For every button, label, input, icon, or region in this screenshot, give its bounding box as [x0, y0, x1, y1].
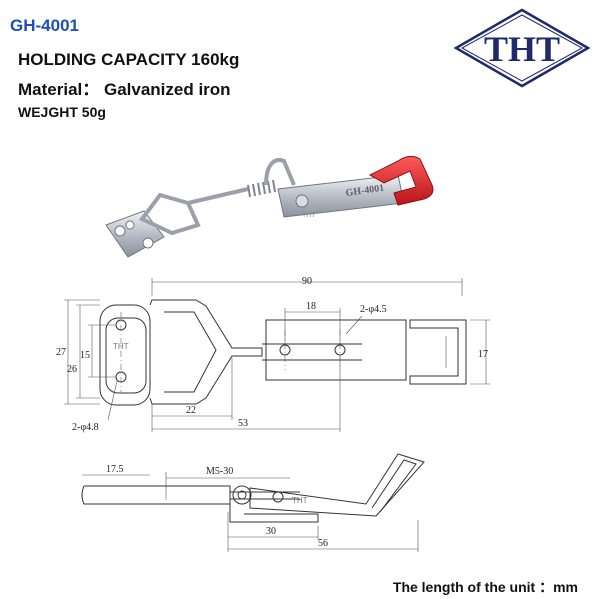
product-photo: THT GH-4001: [105, 155, 434, 258]
dim-thread: M5-30: [206, 466, 233, 477]
top-view: 90 THT 18 2-φ4.5 17: [56, 276, 490, 433]
photo-mark: THT: [302, 212, 316, 219]
unit-note: The length of the unit ：mm: [392, 579, 578, 595]
logo-text: THT: [484, 29, 560, 69]
dim-holes-left: 2-φ4.8: [72, 422, 99, 433]
technical-drawing: 90 THT 18 2-φ4.5 17: [56, 276, 490, 552]
weight-spec: WEJGHT 50g: [18, 104, 106, 120]
dim-height-right: 17: [478, 349, 488, 360]
dim-len-56: 56: [318, 538, 328, 549]
dim-height-inner: 15: [80, 350, 90, 361]
dim-holes-right: 2-φ4.5: [360, 304, 387, 315]
dim-len-22: 22: [186, 405, 196, 416]
dim-height-outer: 27: [56, 347, 66, 358]
tht-logo: THT: [453, 8, 591, 88]
top-view-mark: THT: [113, 342, 129, 351]
dim-side-left: 17.5: [106, 464, 124, 475]
dim-len-30: 30: [266, 526, 276, 537]
side-view-mark: THT: [292, 496, 308, 505]
dim-hole-spacing: 18: [306, 301, 316, 312]
holding-capacity: HOLDING CAPACITY 160kg: [18, 50, 240, 69]
material-spec: Material： Galvanized iron: [18, 80, 231, 99]
dim-height-mid: 26: [67, 364, 77, 375]
dim-overall: 90: [302, 276, 312, 287]
photo-stamp: GH-4001: [345, 183, 385, 199]
side-view: 17.5 M5-30 THT 30 56: [81, 453, 425, 552]
dim-len-53: 53: [238, 418, 248, 429]
model-number: GH-4001: [10, 16, 79, 35]
